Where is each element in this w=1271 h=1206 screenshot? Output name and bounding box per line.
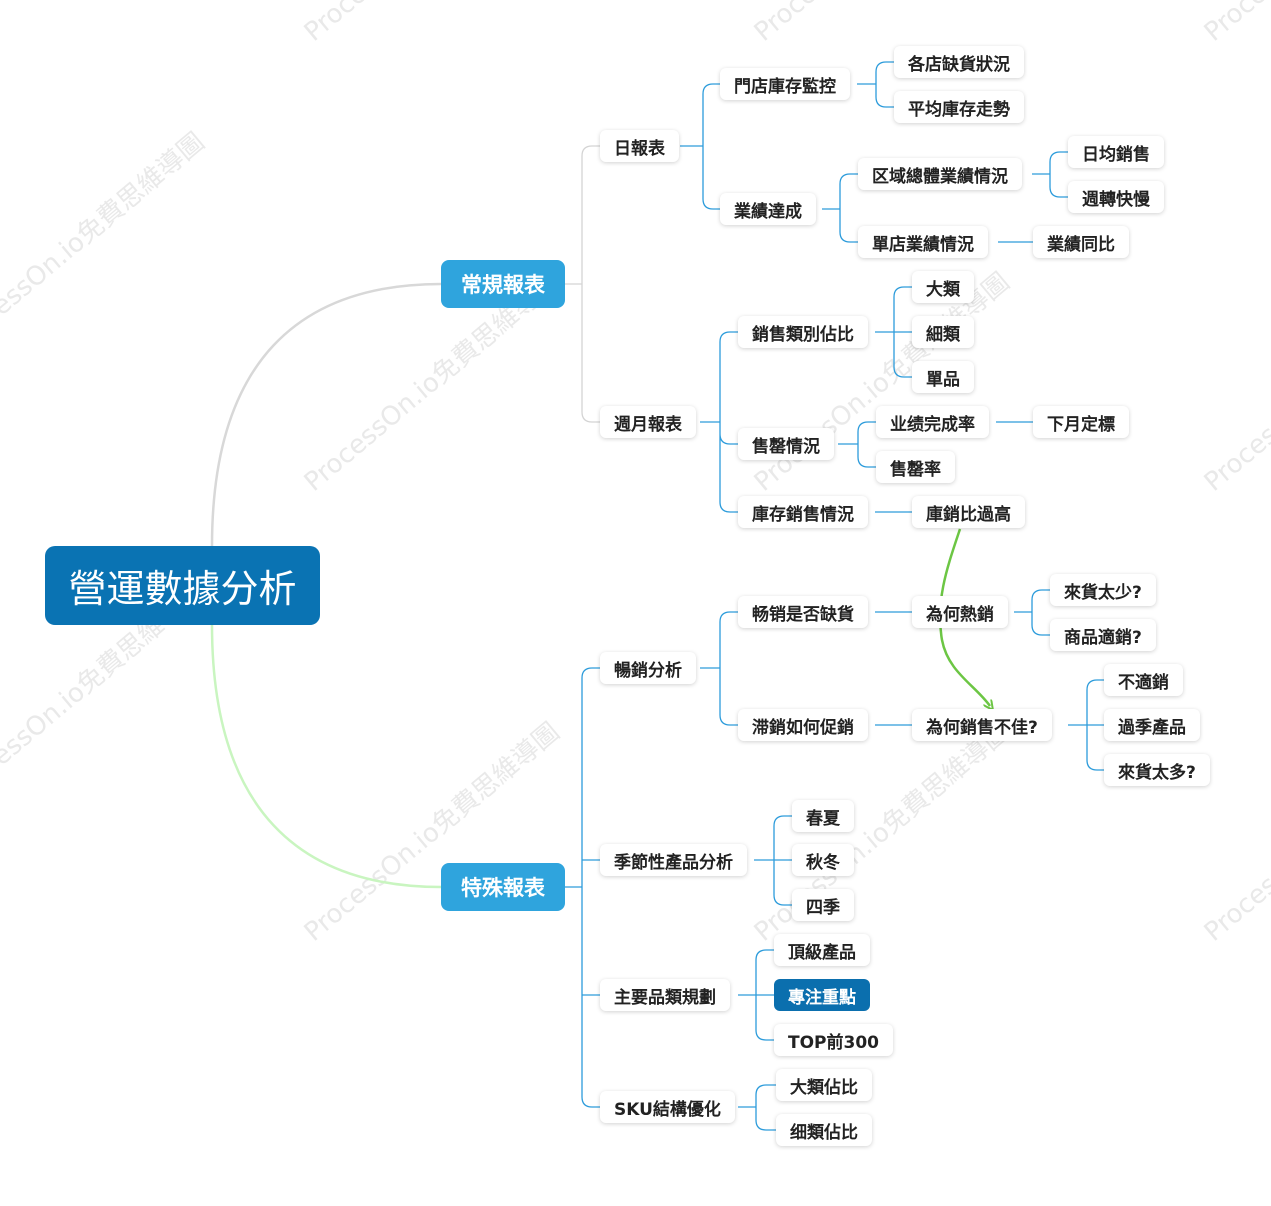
topic-major-category[interactable]: 大類 (912, 271, 974, 303)
link-special (564, 667, 600, 1108)
link-why-hot (1014, 589, 1050, 636)
topic-next-month-target[interactable]: 下月定標 (1033, 406, 1129, 438)
topic-completion-rate[interactable]: 业绩完成率 (876, 406, 989, 438)
topic-region-performance[interactable]: 区域總體業績情況 (858, 158, 1022, 190)
link-sellout (838, 421, 876, 468)
topic-weekly-report[interactable]: 週月報表 (600, 406, 696, 438)
branch-regular-reports[interactable]: 常規報表 (441, 260, 565, 308)
link-weekly (700, 331, 738, 513)
link-regular (564, 145, 600, 423)
topic-minor-category[interactable]: 細類 (912, 316, 974, 348)
topic-high-stock-ratio[interactable]: 庫銷比過高 (912, 496, 1025, 528)
topic-why-hot[interactable]: 為何熱銷 (912, 596, 1008, 628)
topic-off-season[interactable]: 過季產品 (1104, 709, 1200, 741)
link-why-poor (1068, 679, 1104, 771)
topic-yoy[interactable]: 業績同比 (1033, 226, 1129, 258)
topic-sellout-rate[interactable]: 售罄率 (876, 451, 955, 483)
link-category-share (875, 286, 912, 378)
topic-top-products[interactable]: 頂級產品 (774, 934, 870, 966)
topic-stock-sales[interactable]: 庫存銷售情況 (738, 496, 868, 528)
link-root-regular (210, 282, 442, 547)
topic-performance[interactable]: 業績達成 (720, 193, 816, 225)
topic-minor-share[interactable]: 细類佔比 (776, 1114, 872, 1146)
topic-main-category-plan[interactable]: 主要品類規劃 (600, 979, 730, 1011)
topic-single-store[interactable]: 單店業績情況 (858, 226, 988, 258)
topic-bestseller-shortage[interactable]: 畅销是否缺貨 (738, 596, 868, 628)
link-root-special (210, 624, 442, 889)
topic-focus-selected[interactable]: 專注重點 (774, 979, 870, 1011)
link-sku (738, 1084, 776, 1131)
link-bestseller (700, 611, 738, 726)
link-store-stock (857, 61, 894, 108)
link-region (1032, 151, 1068, 198)
topic-top-300[interactable]: TOP前300 (774, 1024, 893, 1056)
topic-avg-stock-trend[interactable]: 平均庫存走勢 (894, 91, 1024, 123)
topic-seasonal-analysis[interactable]: 季節性產品分析 (600, 844, 747, 876)
link-daily (680, 83, 720, 210)
topic-product-fit[interactable]: 商品適銷? (1050, 619, 1156, 651)
topic-too-little-stock[interactable]: 來貨太少? (1050, 574, 1156, 606)
topic-turnover[interactable]: 週轉快慢 (1068, 181, 1164, 213)
topic-autumn-winter[interactable]: 秋冬 (792, 844, 854, 876)
link-main-category (738, 949, 774, 1041)
branch-special-reports[interactable]: 特殊報表 (441, 863, 565, 911)
topic-daily-avg-sales[interactable]: 日均銷售 (1068, 136, 1164, 168)
topic-daily-report[interactable]: 日報表 (600, 130, 679, 162)
relation-arrow (938, 528, 990, 706)
topic-single-item[interactable]: 單品 (912, 361, 974, 393)
topic-category-share[interactable]: 銷售類別佔比 (738, 316, 868, 348)
link-performance (822, 173, 858, 243)
topic-unsuitable[interactable]: 不適銷 (1104, 664, 1183, 696)
topic-why-poor[interactable]: 為何銷售不佳? (912, 709, 1052, 741)
root-topic[interactable]: 營運數據分析 (45, 546, 320, 625)
topic-major-share[interactable]: 大類佔比 (776, 1069, 872, 1101)
topic-store-shortage[interactable]: 各店缺貨狀況 (894, 46, 1024, 78)
topic-store-stock[interactable]: 門店庫存監控 (720, 68, 850, 100)
topic-all-season[interactable]: 四季 (792, 889, 854, 921)
topic-sellout[interactable]: 售罄情況 (738, 428, 834, 460)
topic-slow-promotion[interactable]: 滞銷如何促銷 (738, 709, 868, 741)
link-seasonal (754, 815, 792, 906)
topic-too-much-stock[interactable]: 來貨太多? (1104, 754, 1210, 786)
topic-bestseller-analysis[interactable]: 暢銷分析 (600, 652, 696, 684)
topic-spring-summer[interactable]: 春夏 (792, 800, 854, 832)
topic-sku-optimization[interactable]: SKU結構優化 (600, 1091, 735, 1123)
